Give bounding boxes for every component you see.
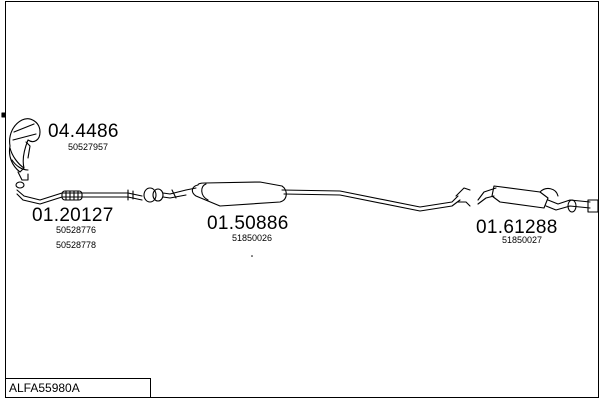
part-number-01-50886: 01.50886 <box>207 213 289 234</box>
edge-marker <box>1 112 6 118</box>
oem-number: 50527957 <box>68 142 109 152</box>
centre-silencer-drawing <box>185 181 471 212</box>
diagram-frame <box>5 1 599 398</box>
oem-number: 51850027 <box>502 235 543 245</box>
oem-number: 50528776 <box>56 225 97 235</box>
catalytic-converter-drawing <box>8 118 41 189</box>
part-number-01-61288: 01.61288 <box>476 217 558 238</box>
clamp-drawing <box>143 187 187 203</box>
rear-silencer-drawing <box>477 185 599 213</box>
front-pipe-drawing <box>16 189 143 205</box>
oem-number: 50528778 <box>56 240 97 250</box>
part-number-04-4486: 04.4486 <box>48 121 119 142</box>
oem-number: 51850026 <box>232 233 273 243</box>
dot-marker <box>251 255 253 257</box>
diagram-title: ALFA55980A <box>5 378 151 398</box>
part-number-01-20127: 01.20127 <box>32 205 114 226</box>
